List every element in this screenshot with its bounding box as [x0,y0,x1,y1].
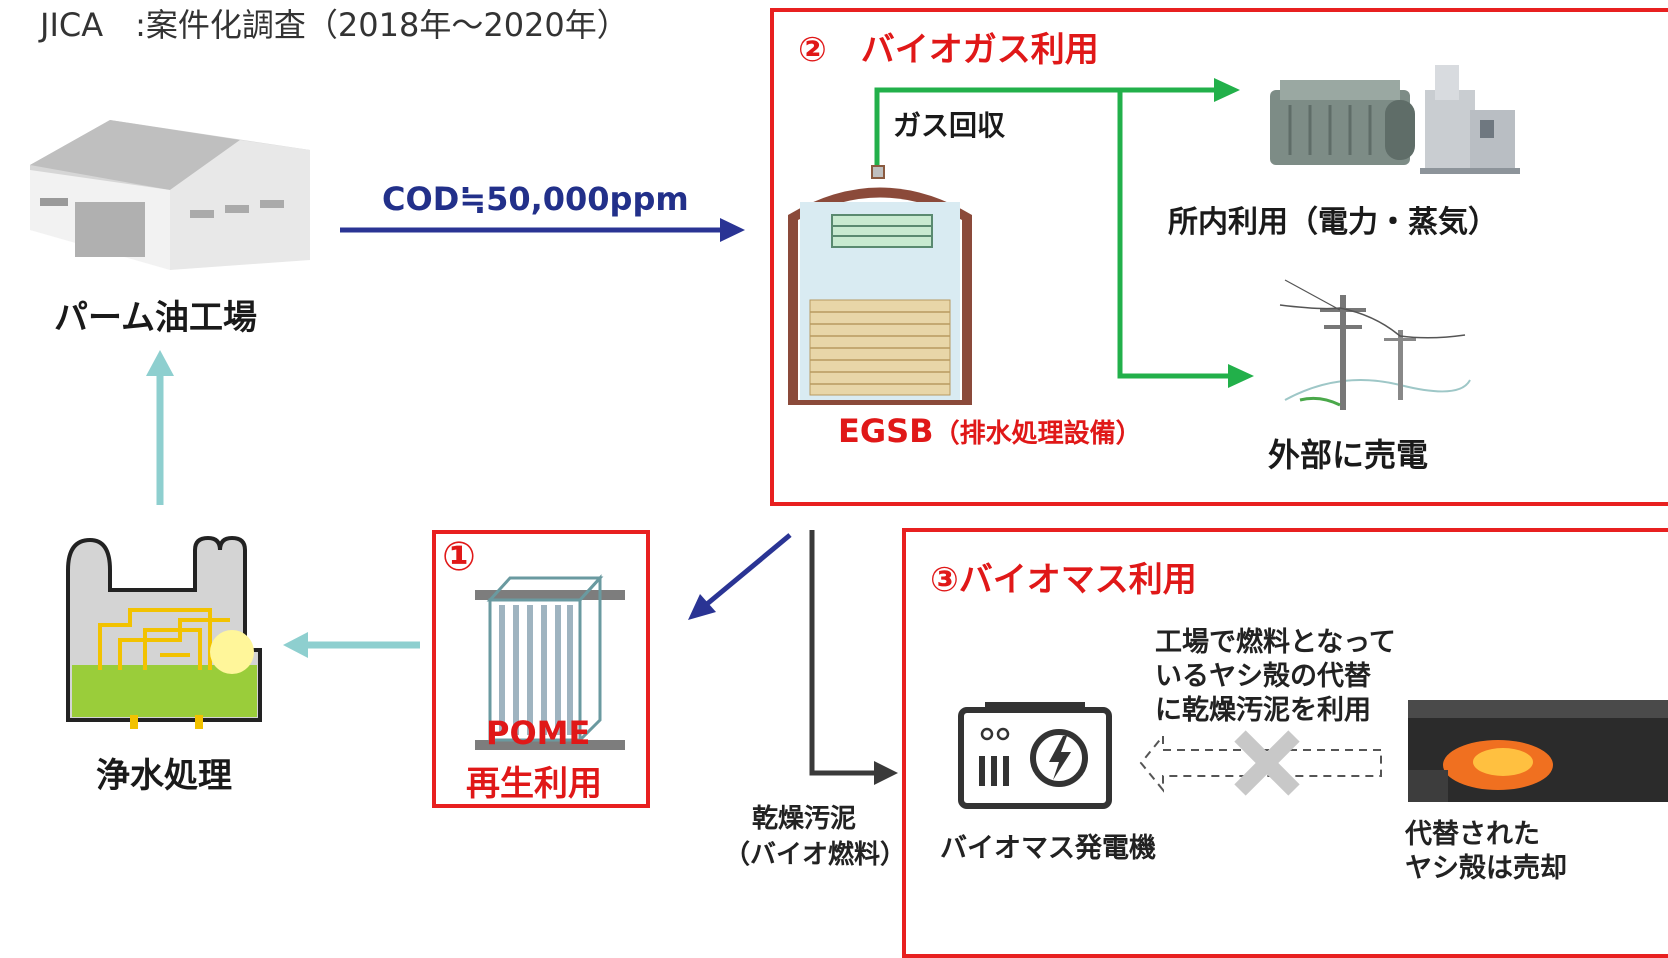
sludge-line1: 乾燥汚泥 [752,804,857,834]
egsb-note: （排水処理設備） [933,419,1142,449]
generator-label: バイオマス発電機 [940,833,1156,864]
replaced-line2: ヤシ殻は売却 [1405,853,1567,884]
egsb-reactor-icon [788,165,972,405]
biomass-desc-line1: 工場で燃料となって [1155,627,1396,658]
biogas-section-frame [770,8,1668,506]
egsb-name: EGSB [838,412,934,450]
biomass-desc-line2: いるヤシ殻の代替 [1155,661,1371,692]
pome-number: ① [442,534,476,580]
replacement-arrow-icon [1139,733,1382,793]
sludge-line2: （バイオ燃料） [724,840,907,870]
biomass-title: ③バイオマス利用 [930,560,1197,600]
generator-engine-icon [1270,80,1415,165]
biogas-title: ② バイオガス利用 [798,30,1099,70]
membrane-module-icon [475,574,625,750]
power-line-icon [1279,279,1471,410]
boiler-icon [1420,65,1520,174]
biomass-generator-icon [958,702,1112,809]
external-sale-label: 外部に売電 [1268,436,1429,474]
source-caption: JICA :案件化調査（2018年～2020年） [40,6,629,44]
gas-recovery-label: ガス回収 [893,109,1006,142]
palm-shell-furnace-image [1408,700,1668,802]
water-treatment-label: 浄水処理 [96,756,232,796]
factory-label: パーム油工場 [54,298,257,338]
palm-oil-factory-icon [30,120,310,270]
pome-section-frame [432,530,650,808]
cross-mark-icon [1234,730,1300,796]
onsite-use-label: 所内利用（電力・蒸気） [1168,205,1498,240]
replaced-line1: 代替された [1405,819,1540,850]
biomass-desc-line3: に乾燥汚泥を利用 [1155,695,1371,726]
pome-label: POME [486,714,591,752]
pome-reuse-label: 再生利用 [466,764,602,804]
cod-label: COD≒50,000ppm [382,180,689,218]
water-treatment-plant-icon [66,535,262,729]
